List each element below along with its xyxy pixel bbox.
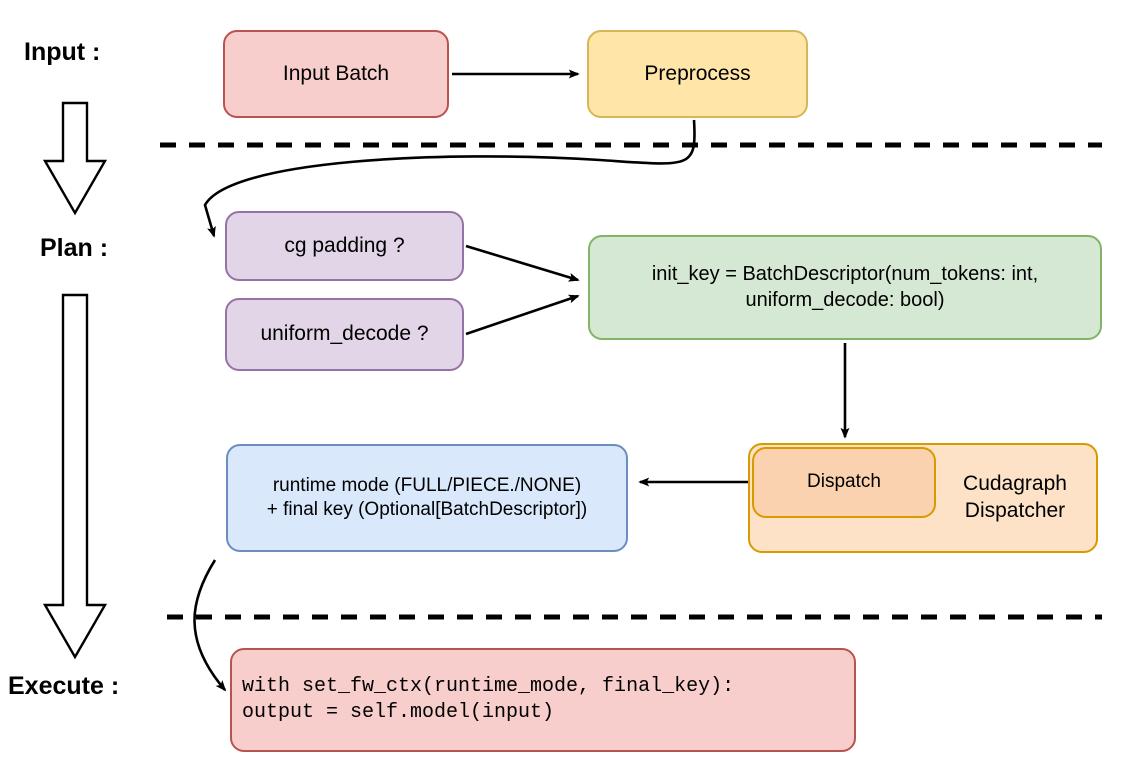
flow-connectors — [193, 69, 850, 692]
node-execute-code: with set_fw_ctx(runtime_mode, final_key)… — [230, 648, 856, 752]
node-init-key: init_key = BatchDescriptor(num_tokens: i… — [588, 235, 1102, 340]
runtime-mode-to-execute-code — [193, 559, 227, 692]
node-dispatch: Dispatch — [752, 447, 936, 518]
plan-to-execute-block-arrow — [42, 293, 108, 660]
node-input-batch: Input Batch — [223, 30, 449, 118]
node-cg-padding: cg padding ? — [225, 211, 464, 281]
stage-label-plan: Plan : — [40, 234, 109, 262]
node-runtime-mode: runtime mode (FULL/PIECE./NONE) + final … — [226, 444, 628, 552]
cg-padding-to-init-key — [465, 244, 580, 282]
input-to-plan-block-arrow — [42, 101, 108, 216]
stage-label-execute: Execute : — [8, 672, 120, 700]
node-uniform-decode: uniform_decode ? — [225, 298, 464, 371]
stage-block-arrows — [42, 101, 108, 660]
uniform-decode-to-init-key — [465, 294, 580, 336]
node-preprocess: Preprocess — [587, 30, 808, 118]
stage-label-input: Input : — [24, 38, 101, 66]
